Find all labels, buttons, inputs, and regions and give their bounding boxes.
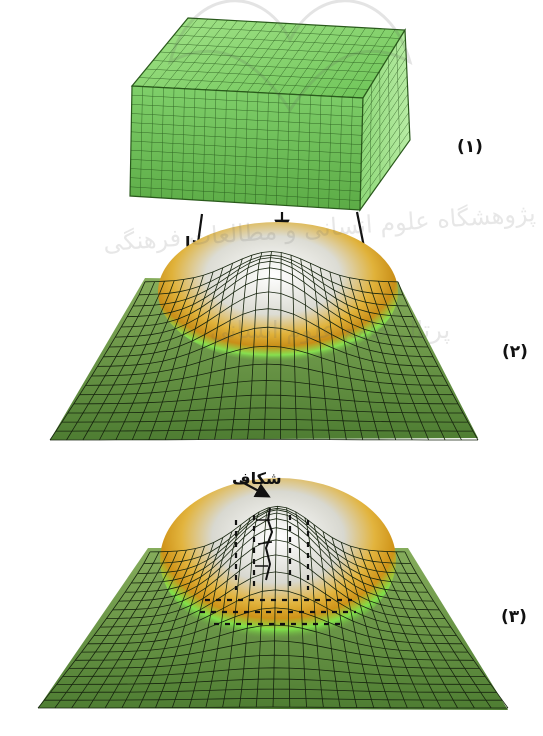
dome-3	[160, 478, 396, 642]
panel-1-layered-block: (۱)	[129, 17, 483, 212]
panel-2-dome-fold: (۲)	[49, 222, 528, 441]
fracture-label: شکاف	[232, 469, 282, 488]
fracture-crack-branch	[255, 519, 273, 567]
fracture-dash-marks	[200, 515, 356, 626]
block-front-face	[129, 85, 364, 211]
panel-3-fractured-dome: (۳)	[37, 478, 527, 710]
panel-2-number: (۲)	[502, 342, 528, 362]
fracture-arrow	[239, 480, 271, 498]
fracture-crack	[264, 507, 274, 581]
fracture-marks	[255, 507, 274, 581]
surface-grid-2	[49, 251, 479, 441]
watermark-subtext: پرتال جامع علوم انسانی	[210, 316, 450, 344]
panel-1-number: (۱)	[457, 137, 483, 157]
watermark-emblem	[167, 0, 413, 113]
surface-grid-3	[37, 505, 509, 709]
panel-3-number: (۳)	[501, 607, 527, 627]
block-grid-lines	[130, 18, 410, 210]
